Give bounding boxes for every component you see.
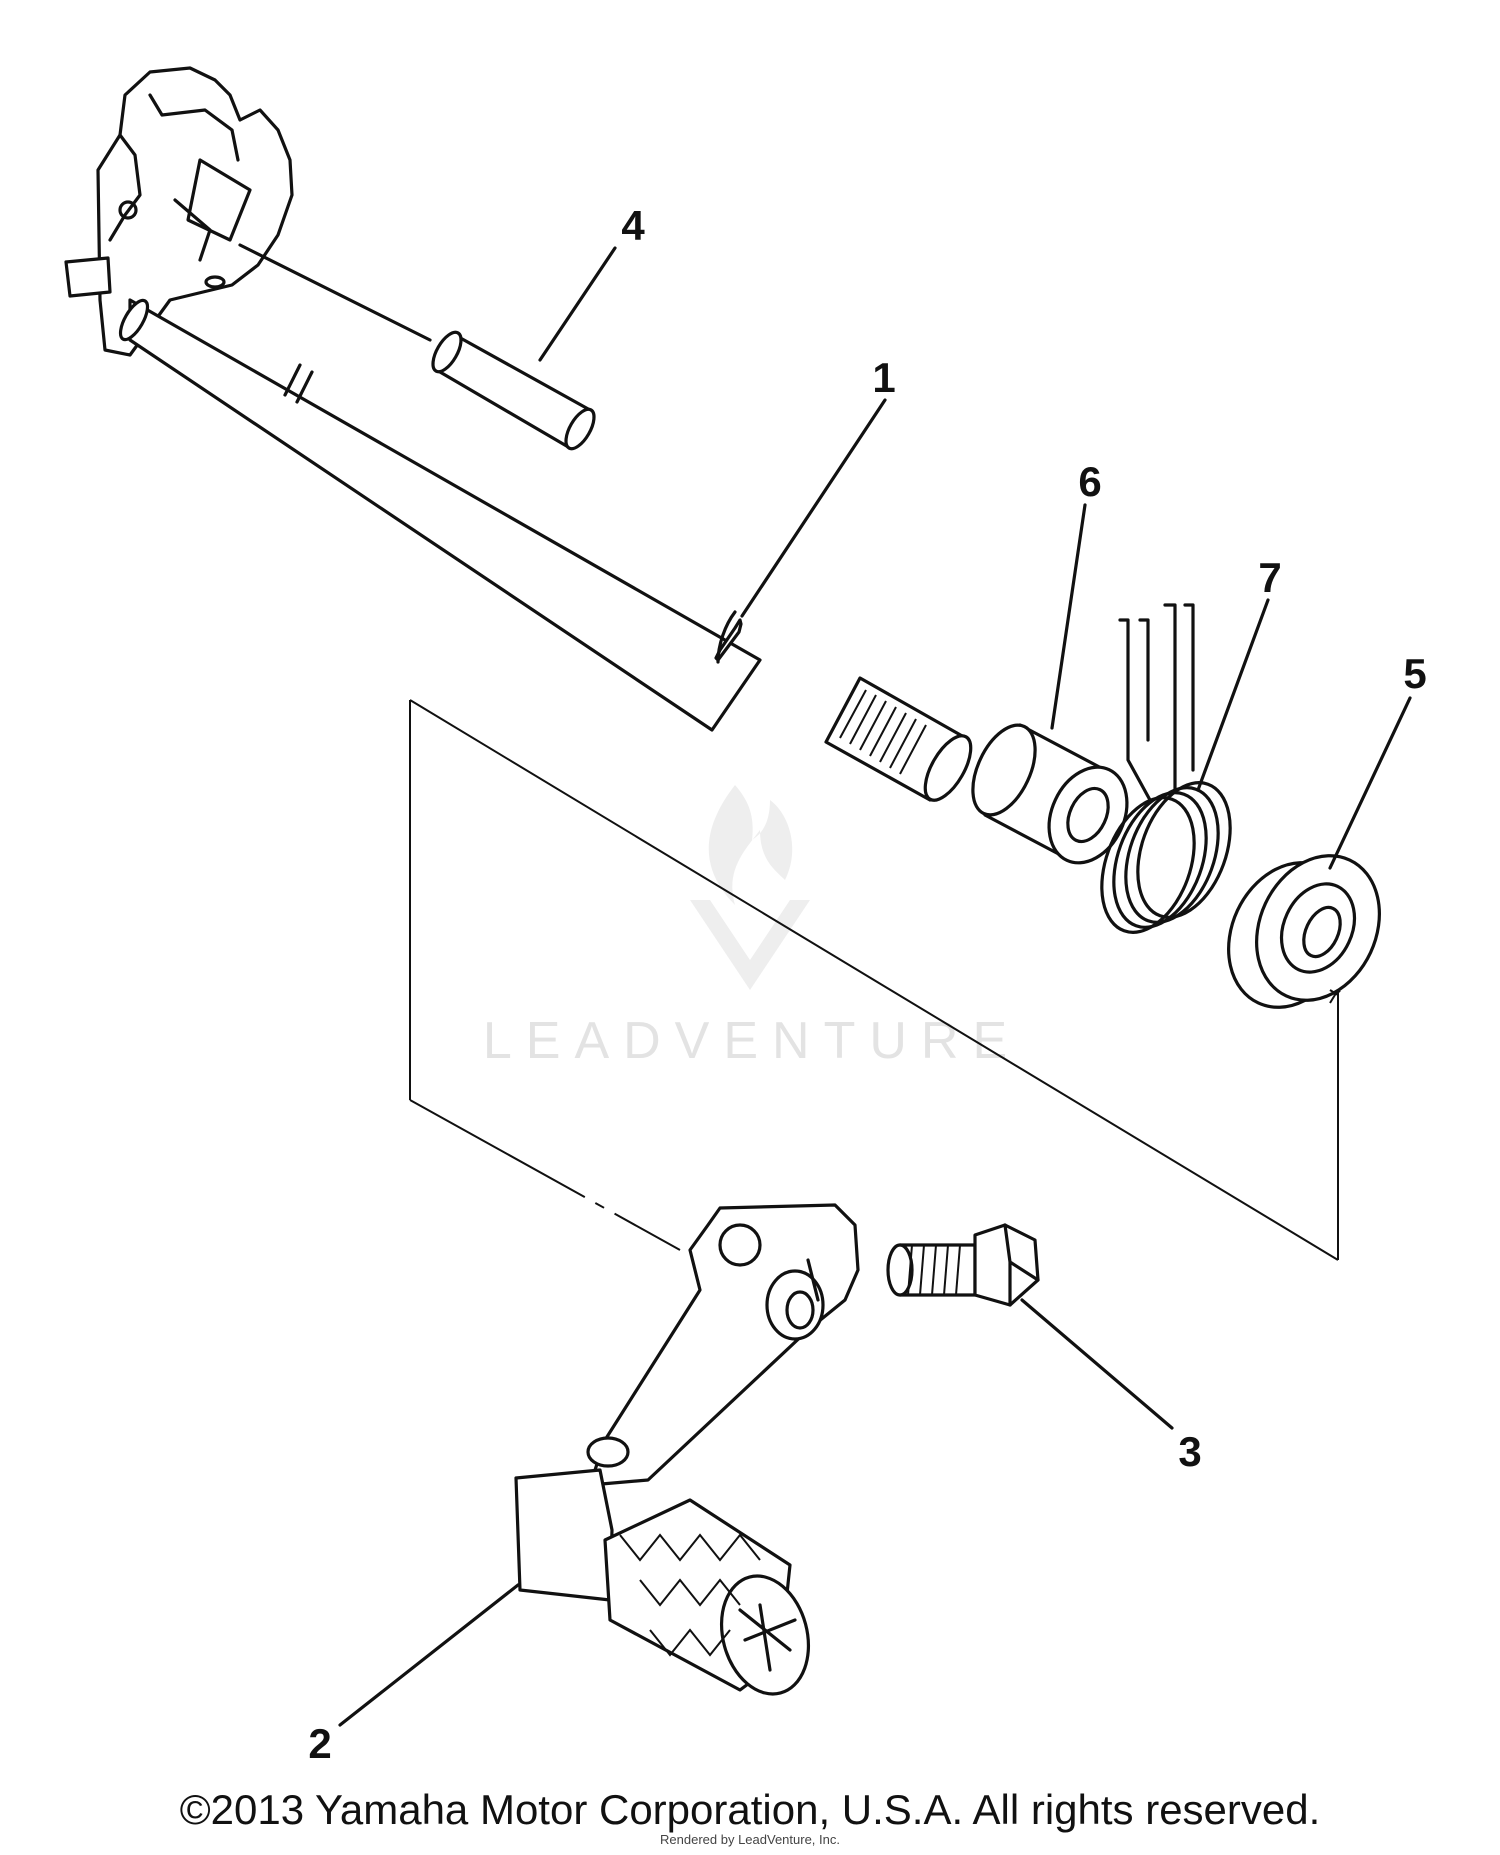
callout-6: 6 — [1078, 458, 1101, 505]
shaft-splines — [839, 689, 927, 775]
pinch-bolt — [886, 1223, 1040, 1307]
leader-lines — [338, 246, 1412, 1727]
callout-1: 1 — [872, 354, 895, 401]
callout-7: 7 — [1258, 554, 1281, 601]
leader-line-1 — [740, 398, 887, 618]
watermark-text: LEADVENTURE — [483, 1012, 1021, 1070]
pedal-knurling — [619, 1533, 761, 1657]
copyright-notice: ©2013 Yamaha Motor Corporation, U.S.A. A… — [179, 1786, 1321, 1833]
leader-line-4 — [538, 246, 617, 362]
leader-line-6 — [1050, 503, 1087, 730]
shift-pedal — [514, 1203, 860, 1696]
leader-line-2 — [338, 1583, 520, 1727]
leadventure-watermark-logo — [690, 785, 810, 990]
dowel-pin — [238, 243, 596, 451]
shaft-groove — [716, 610, 737, 664]
leader-line-3 — [1020, 1298, 1174, 1430]
callout-3: 3 — [1178, 1428, 1201, 1475]
callout-4: 4 — [621, 202, 645, 249]
torsion-spring — [1100, 603, 1232, 934]
oil-seal — [1227, 854, 1381, 1009]
assembly-reference-lines — [409, 699, 1341, 1261]
shift-cam-segment — [64, 66, 294, 357]
rendered-by-notice: Rendered by LeadVenture, Inc. — [660, 1832, 840, 1847]
callout-5: 5 — [1403, 650, 1426, 697]
shift-shaft — [118, 298, 973, 802]
leader-line-5 — [1328, 696, 1412, 870]
callout-2: 2 — [308, 1720, 331, 1767]
leader-line-7 — [1196, 598, 1270, 792]
collar-bushing — [971, 723, 1129, 865]
